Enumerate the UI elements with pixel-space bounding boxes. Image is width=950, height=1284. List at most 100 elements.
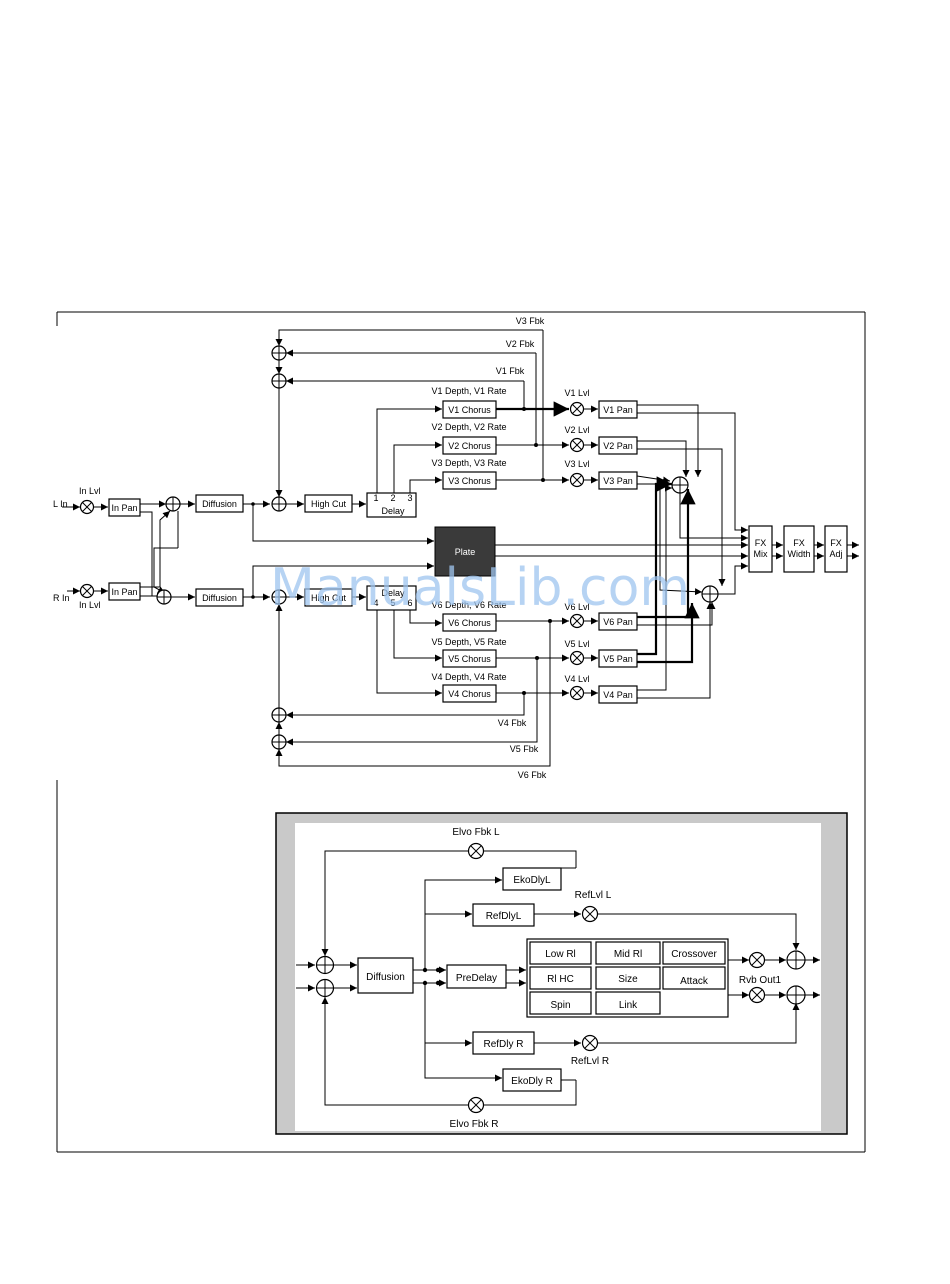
v6-chorus-box [442, 613, 497, 632]
v4-rate-label: V4 Depth, V4 Rate [431, 672, 506, 682]
echo-dly-r-label: EkoDly R [511, 1076, 553, 1087]
in-pan-r-box [108, 582, 141, 601]
diffusion-l-label: Diffusion [202, 499, 237, 509]
rvb-out-l-multiplier [748, 951, 766, 969]
v6-lvl-multiplier [569, 613, 585, 629]
param-spin [529, 991, 592, 1015]
in-pan-l-box [108, 498, 141, 517]
inset-diffusion-label: Diffusion [366, 972, 405, 983]
param-low-rl-label: Low Rl [545, 949, 576, 960]
v6-lvl-label: V6 Lvl [564, 602, 589, 612]
echo-fbk-l-multiplier [467, 842, 485, 860]
fx-width-box [783, 525, 815, 573]
ref-dly-l-box [472, 903, 535, 927]
v5-lvl-label: V5 Lvl [564, 639, 589, 649]
in-lvl-l-multiplier [79, 499, 95, 515]
v5-rate-label: V5 Depth, V5 Rate [431, 637, 506, 647]
inset-out-sum-r [786, 985, 806, 1005]
fbk-sum-top-1 [271, 345, 287, 361]
plate-label: Plate [455, 547, 476, 557]
param-crossover-label: Crossover [671, 949, 717, 960]
diffusion-r-label: Diffusion [202, 593, 237, 603]
v4-fbk-label: V4 Fbk [498, 718, 527, 728]
in-lvl-bottom-label: In Lvl [79, 600, 101, 610]
fx-mix-label-1: FX [755, 538, 767, 548]
plate-box [434, 526, 496, 577]
param-link [595, 991, 661, 1015]
echo-fbk-r-label: Elvo Fbk R [450, 1119, 499, 1130]
v6-chorus-label: V6 Chorus [448, 618, 491, 628]
delay-top-tap-3: 3 [407, 493, 412, 503]
delay-top-tap-1: 1 [373, 493, 378, 503]
param-low-rl [529, 941, 592, 965]
delay-top-box [366, 492, 417, 518]
ref-lvl-l-multiplier [581, 905, 599, 923]
v3-lvl-multiplier [569, 472, 585, 488]
figure-frame [56, 311, 866, 1153]
input-l-label: L In [53, 499, 68, 509]
v1-rate-label: V1 Depth, V1 Rate [431, 386, 506, 396]
v2-fbk-label: V2 Fbk [506, 339, 535, 349]
v1-fbk-label: V1 Fbk [496, 366, 525, 376]
v2-lvl-label: V2 Lvl [564, 425, 589, 435]
v4-pan-label: V4 Pan [603, 690, 633, 700]
param-size [595, 966, 661, 990]
delay-bottom-tap-5: 5 [390, 598, 395, 608]
echo-dly-l-label: EkoDlyL [513, 875, 551, 886]
v1-pan-label: V1 Pan [603, 405, 633, 415]
v5-fbk-label: V5 Fbk [510, 744, 539, 754]
delay-bottom-tap-6: 6 [407, 598, 412, 608]
v4-chorus-label: V4 Chorus [448, 689, 491, 699]
v4-pan-box [598, 685, 638, 704]
ref-lvl-r-multiplier [581, 1034, 599, 1052]
v3-rate-label: V3 Depth, V3 Rate [431, 458, 506, 468]
ref-lvl-r-label: RefLvl R [571, 1056, 609, 1067]
rvb-out-r-multiplier [748, 986, 766, 1004]
v3-pan-label: V3 Pan [603, 476, 633, 486]
sum-node-r1 [156, 589, 172, 605]
inset-sum-l [315, 955, 335, 975]
param-rl-hc-label: Rl HC [547, 974, 574, 985]
inset-diffusion-box [357, 957, 414, 994]
v6-fbk-label: V6 Fbk [518, 770, 547, 780]
delay-top-tap-2: 2 [390, 493, 395, 503]
fx-adj-label-2: Adj [829, 549, 842, 559]
v5-chorus-label: V5 Chorus [448, 654, 491, 664]
param-mid-rl [595, 941, 661, 965]
param-size-label: Size [618, 974, 638, 985]
predelay-box [446, 964, 507, 989]
output-sum-r [701, 585, 719, 603]
v1-lvl-multiplier [569, 401, 585, 417]
echo-dly-l-box [502, 867, 562, 891]
fbk-sum-bottom-1 [271, 707, 287, 723]
v6-pan-label: V6 Pan [603, 617, 633, 627]
inset-sum-r [315, 978, 335, 998]
reverb-inset-diagram: Elvo Fbk L Elvo Fbk R Diffusion EkoDlyL … [275, 812, 848, 1135]
fx-width-label-1: FX [793, 538, 805, 548]
param-link-label: Link [619, 1000, 638, 1011]
v6-rate-label: V6 Depth, V6 Rate [431, 600, 506, 610]
in-lvl-top-label: In Lvl [79, 486, 101, 496]
fx-width-label-2: Width [787, 549, 810, 559]
fx-adj-label-1: FX [830, 538, 842, 548]
in-pan-l-label: In Pan [111, 503, 137, 513]
high-cut-top-label: High Cut [311, 499, 347, 509]
in-lvl-r-multiplier [79, 583, 95, 599]
delay-bottom-box [366, 585, 417, 611]
v5-pan-label: V5 Pan [603, 654, 633, 664]
v1-chorus-label: V1 Chorus [448, 405, 491, 415]
delay-bottom-label: Delay [381, 588, 405, 598]
echo-fbk-l-label: Elvo Fbk L [452, 827, 500, 838]
fx-adj-box [824, 525, 848, 573]
input-r-label: R In [53, 593, 70, 603]
v3-fbk-label: V3 Fbk [516, 316, 545, 326]
v2-pan-label: V2 Pan [603, 441, 633, 451]
v6-pan-box [598, 612, 638, 631]
sum-node-l2 [271, 496, 287, 512]
output-sum-l [671, 476, 689, 494]
v3-pan-box [598, 471, 638, 490]
ref-dly-r-label: RefDly R [483, 1039, 523, 1050]
v1-lvl-label: V1 Lvl [564, 388, 589, 398]
fbk-sum-bottom-2 [271, 734, 287, 750]
